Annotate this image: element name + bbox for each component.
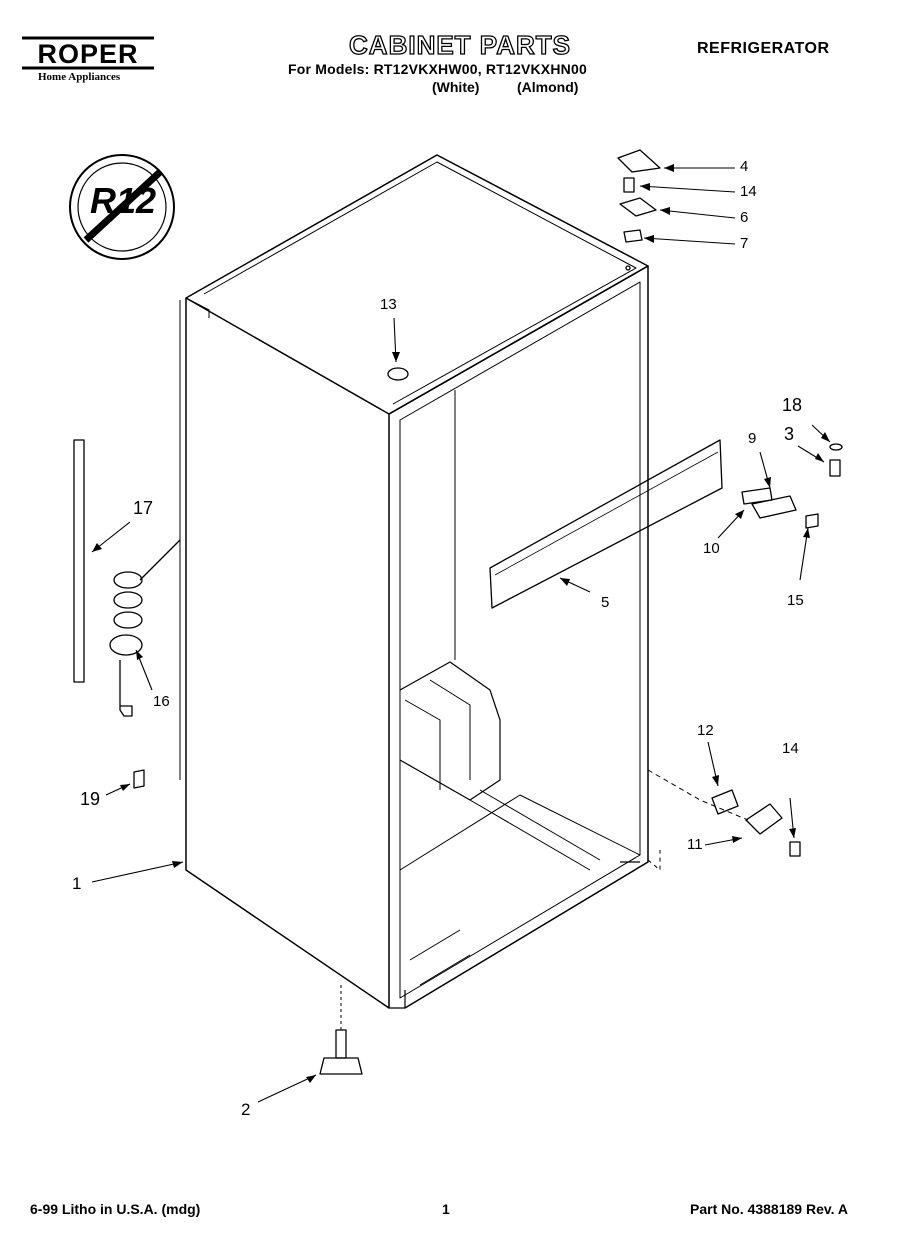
- power-cord-icon: [109, 539, 181, 717]
- hinge-shim-middle-icon: [741, 487, 773, 505]
- page-number: 1: [442, 1201, 450, 1217]
- no-r12-badge-icon: [69, 154, 175, 260]
- model-list: For Models: RT12VKXHW00, RT12VKXHN00: [288, 61, 587, 77]
- appliance-category: REFRIGERATOR: [697, 40, 830, 57]
- brand-name: ROPER: [37, 39, 139, 69]
- top-hinge-icon: [619, 197, 657, 217]
- drain-tube-icon: [73, 439, 85, 683]
- r12-badge-text: R12: [90, 180, 157, 221]
- callout-12: 12: [697, 722, 714, 739]
- plug-button-icon: [387, 367, 409, 381]
- callout-14-top: 14: [740, 183, 757, 200]
- hinge-shim-icon: [623, 229, 643, 243]
- hinge-hole-icon: [625, 265, 631, 271]
- callout-9: 9: [748, 430, 757, 447]
- clip-icon: [133, 769, 145, 789]
- callout-14-bottom: 14: [782, 740, 799, 757]
- callout-18: 18: [782, 395, 803, 415]
- callout-17: 17: [133, 498, 154, 518]
- washer-icon: [829, 443, 843, 451]
- callout-16: 16: [153, 693, 170, 710]
- hinge-cover-icon: [617, 149, 661, 173]
- hinge-pin-icon: [623, 177, 635, 193]
- print-info: 6-99 Litho in U.S.A. (mdg): [30, 1201, 201, 1217]
- callout-15: 15: [787, 592, 804, 609]
- roper-logo: ROPER: [22, 36, 154, 70]
- part-number: Part No. 4388189 Rev. A: [690, 1201, 848, 1217]
- callout-19: 19: [80, 789, 101, 809]
- callout-3: 3: [784, 424, 795, 444]
- callout-1: 1: [72, 874, 82, 893]
- variant-almond: (Almond): [517, 79, 579, 95]
- callout-10: 10: [703, 540, 720, 557]
- callout-4: 4: [740, 158, 749, 175]
- callout-11: 11: [687, 836, 703, 853]
- hinge-screw-icon: [805, 513, 819, 529]
- logo-frame: [22, 36, 154, 70]
- cabinet-rail-icon: [489, 439, 723, 609]
- callout-6: 6: [740, 209, 749, 226]
- brand-tagline: Home Appliances: [38, 71, 121, 83]
- center-hinge-icon: [751, 495, 797, 519]
- callout-7: 7: [740, 235, 749, 252]
- bottom-hinge-screw-icon: [789, 841, 801, 857]
- cabinet-body: [179, 154, 649, 1009]
- hinge-pin-middle-icon: [829, 459, 841, 477]
- bottom-hinge-icon: [745, 803, 783, 835]
- callout-13: 13: [380, 296, 397, 313]
- variant-white: (White): [432, 79, 480, 95]
- leveling-leg-icon: [319, 985, 363, 1075]
- page-title: CABINET PARTS: [348, 29, 571, 60]
- callout-2: 2: [241, 1100, 251, 1119]
- bottom-hinge-shim-icon: [711, 789, 739, 815]
- callout-5: 5: [601, 594, 610, 611]
